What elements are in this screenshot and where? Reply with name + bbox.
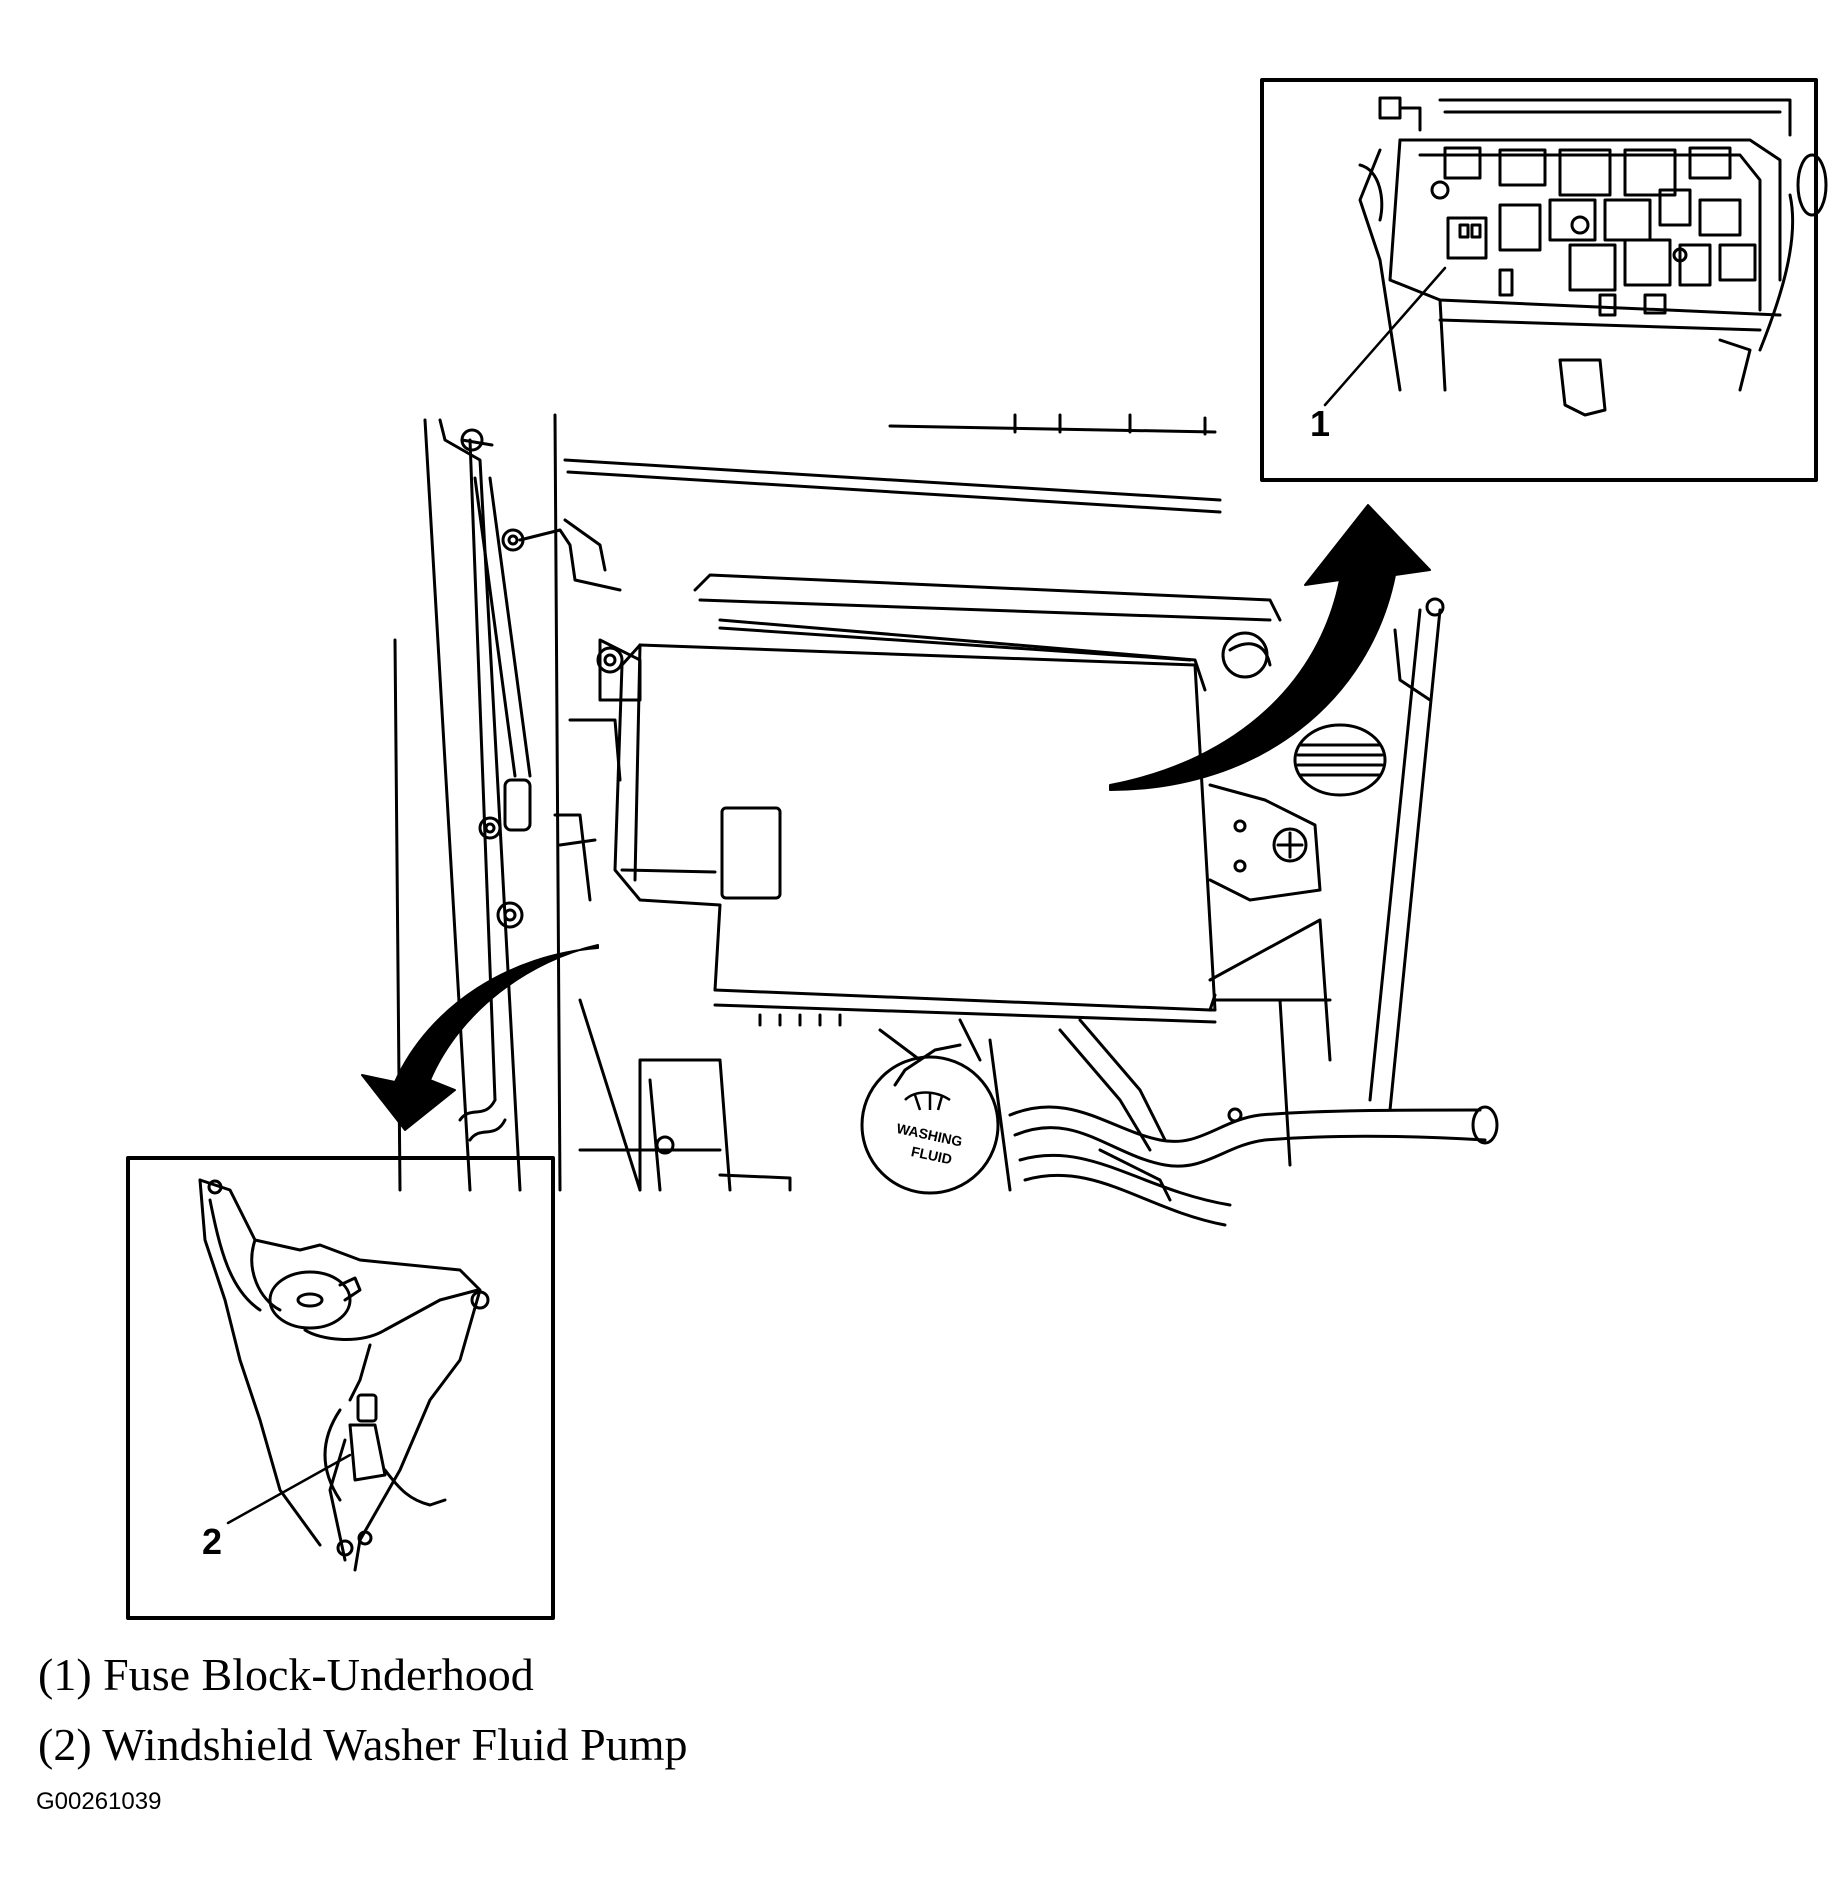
callout-number-1: 1 xyxy=(1310,403,1330,444)
cowl-panel xyxy=(563,413,1282,622)
wiring-harness xyxy=(1008,1018,1499,1227)
lower-engine-bay xyxy=(578,1058,792,1192)
arrow-to-washer-pump-inset xyxy=(361,944,599,1131)
arrow-to-fuse-block-inset xyxy=(1109,504,1431,791)
washer-cap-text-line-1: WASHING xyxy=(895,1120,964,1150)
right-fender xyxy=(1221,597,1445,1112)
washer-symbol-icon xyxy=(904,1091,951,1111)
fuse-block-cover xyxy=(613,618,1217,1027)
fuse-block-detail xyxy=(1358,96,1828,417)
left-fender-structure xyxy=(393,413,662,1192)
callout-2-leader xyxy=(226,1453,352,1525)
callout-1-leader xyxy=(1323,266,1447,407)
washer-reservoir-detail xyxy=(198,1178,490,1572)
legend-item-washer-pump: (2) Windshield Washer Fluid Pump xyxy=(38,1719,688,1770)
washer-cap-text-line-2: FLUID xyxy=(910,1143,954,1167)
air-vent xyxy=(1293,723,1387,797)
washer-pump-inset-frame xyxy=(126,1156,555,1620)
wire-squiggle xyxy=(458,1098,507,1142)
figure-id: G00261039 xyxy=(36,1788,162,1815)
callout-number-2: 2 xyxy=(202,1521,222,1562)
diagram-legend: (1) Fuse Block-Underhood (2) Windshield … xyxy=(38,1640,1038,1780)
fuse-block-inset-frame xyxy=(1260,78,1818,482)
washer-fluid-cap xyxy=(860,1018,1012,1195)
bracket-with-bolt xyxy=(1208,783,1332,1167)
legend-item-fuse-block: (1) Fuse Block-Underhood xyxy=(38,1649,534,1700)
